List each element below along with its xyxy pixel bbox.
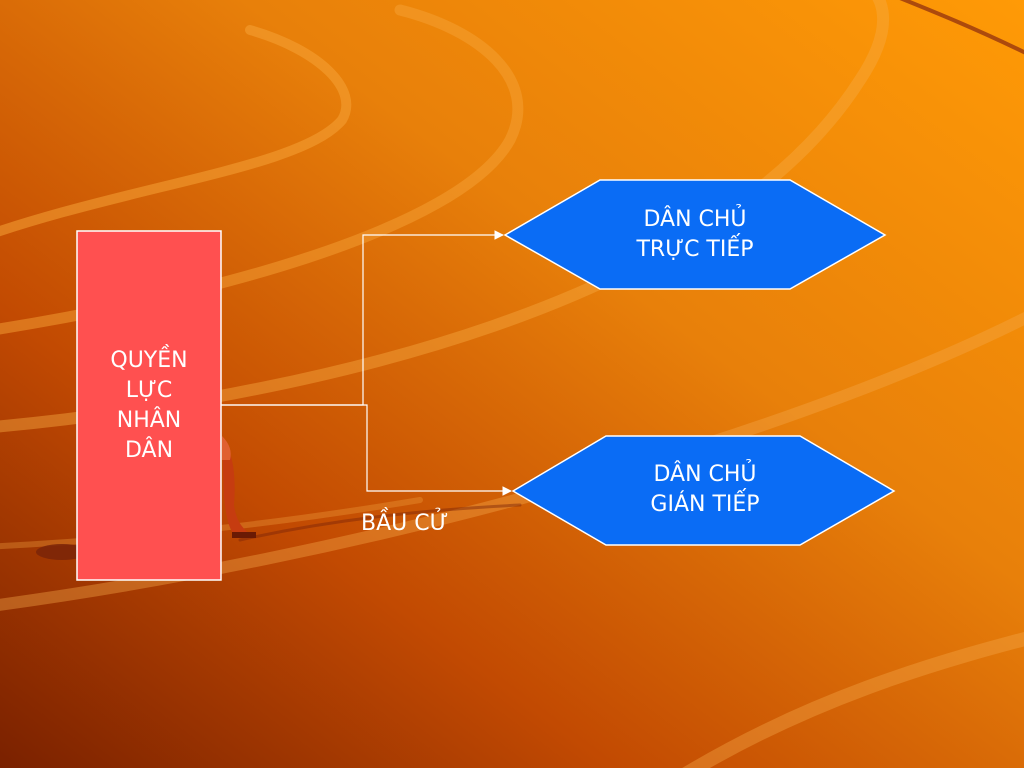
target-label-line: DÂN CHỦ bbox=[643, 207, 747, 232]
source-label: QUYỀN LỰC NHÂN DÂN bbox=[77, 346, 221, 466]
target-label-line: TRỰC TIẾP bbox=[636, 237, 754, 262]
target-label-line: GIÁN TIẾP bbox=[650, 492, 760, 517]
target-label-direct: DÂN CHỦ TRỰC TIẾP bbox=[600, 205, 790, 265]
edge-label-election: BẦU CỬ bbox=[361, 511, 449, 536]
target-label-indirect: DÂN CHỦ GIÁN TIẾP bbox=[608, 460, 802, 520]
track-arc bbox=[0, 25, 352, 237]
target-label-line: DÂN CHỦ bbox=[653, 462, 757, 487]
track-arc-dark bbox=[238, 503, 522, 542]
source-label-line: LỰC bbox=[125, 378, 173, 403]
source-box bbox=[76, 230, 222, 581]
source-label-line: NHÂN bbox=[116, 408, 182, 433]
source-label-line: DÂN bbox=[124, 438, 174, 463]
target-box-direct bbox=[503, 179, 887, 290]
connector-to-indirect bbox=[221, 404, 512, 496]
track-arc bbox=[682, 631, 1024, 768]
track-arc-dark bbox=[899, 0, 1024, 55]
target-box-indirect bbox=[511, 435, 896, 546]
runner-silhouette bbox=[36, 436, 256, 560]
source-label-line: QUYỀN bbox=[110, 348, 188, 373]
connector-to-direct bbox=[221, 230, 504, 406]
